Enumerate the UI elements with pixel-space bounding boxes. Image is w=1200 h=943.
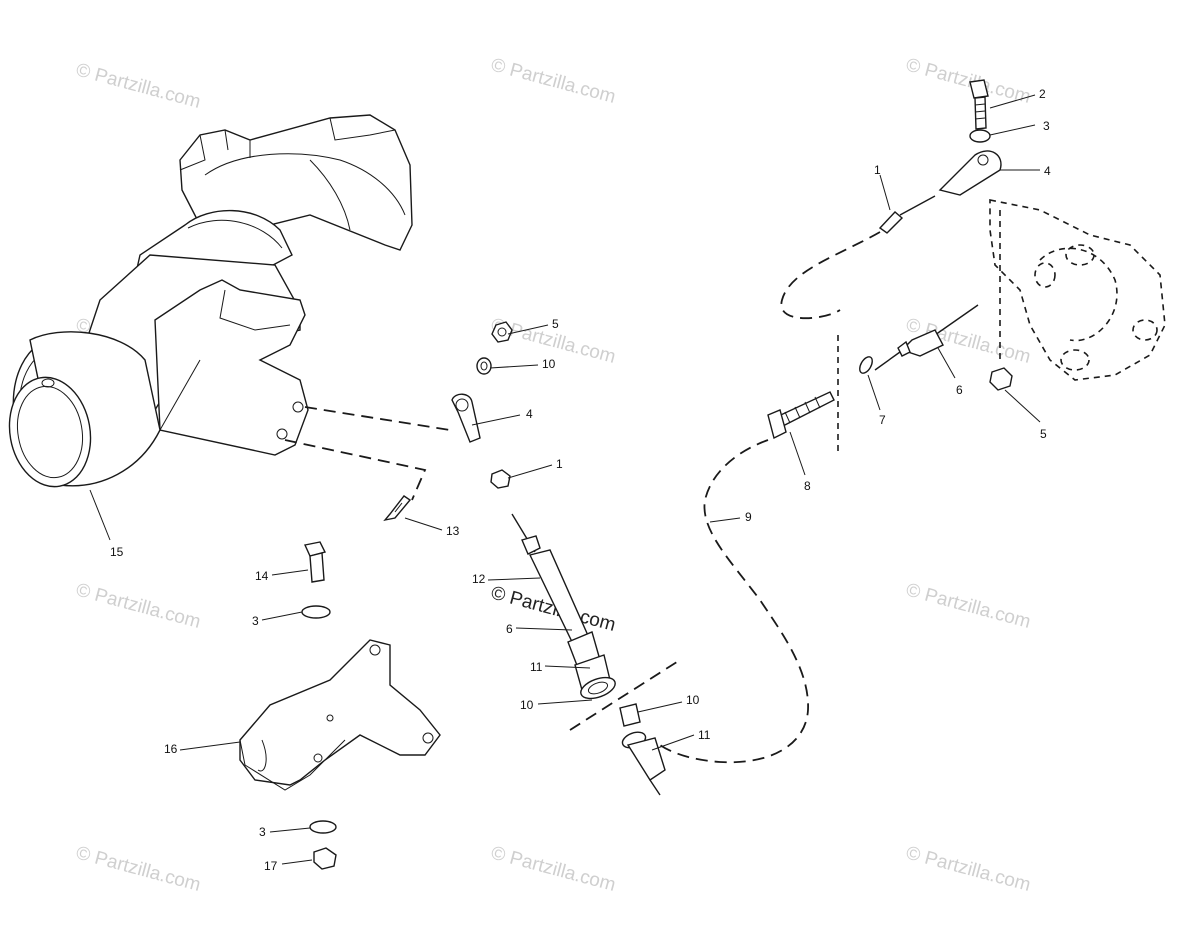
watermark: © Partzilla.com [904, 843, 1033, 896]
left-cable-assembly [284, 321, 681, 796]
watermark: © Partzilla.com [904, 55, 1033, 108]
bolt-part-13 [383, 495, 412, 522]
callout-8: 8 [804, 479, 811, 493]
watermark: © Partzilla.com [489, 843, 618, 896]
callout-16: 16 [164, 742, 178, 756]
callout-3: 3 [1043, 119, 1050, 133]
callout-1: 1 [874, 163, 881, 177]
callout-9: 9 [745, 510, 752, 524]
callout-6: 6 [956, 383, 963, 397]
bolt-part-14 [303, 541, 327, 583]
callout-5: 5 [552, 317, 559, 331]
callout-14: 14 [255, 569, 269, 583]
callout-10: 10 [542, 357, 556, 371]
callout-10: 10 [686, 693, 700, 707]
callout-11: 11 [530, 660, 543, 674]
callout-12: 12 [472, 572, 486, 586]
watermark: © Partzilla.com [904, 580, 1033, 633]
washer-part-3 [309, 820, 337, 834]
callout-5: 5 [1040, 427, 1047, 441]
callout-4: 4 [526, 407, 533, 421]
callout-6: 6 [506, 622, 513, 636]
washer-part-3 [301, 605, 331, 619]
callout-13: 13 [446, 524, 460, 538]
callout-2: 2 [1039, 87, 1046, 101]
callout-3: 3 [252, 614, 259, 628]
nut-part-17 [313, 847, 337, 870]
callout-labels: 2 3 4 1 6 7 5 8 9 5 10 4 1 13 15 14 3 12… [110, 87, 1051, 873]
callout-1: 1 [556, 457, 563, 471]
steering-housing-part-15 [8, 114, 413, 488]
callout-7: 7 [879, 413, 886, 427]
right-cable-assembly [659, 79, 1166, 764]
watermark: © Partzilla.com [489, 55, 618, 108]
watermark: © Partzilla.com [74, 60, 203, 113]
watermark: © Partzilla.com [74, 843, 203, 896]
callout-4: 4 [1044, 164, 1051, 178]
callout-3: 3 [259, 825, 266, 839]
leader-lines [89, 94, 1041, 865]
bracket-part-16 [239, 639, 441, 791]
callout-11: 11 [698, 728, 711, 742]
watermark: © Partzilla.com [74, 580, 203, 633]
callout-17: 17 [264, 859, 278, 873]
callout-10: 10 [520, 698, 534, 712]
callout-15: 15 [110, 545, 124, 559]
